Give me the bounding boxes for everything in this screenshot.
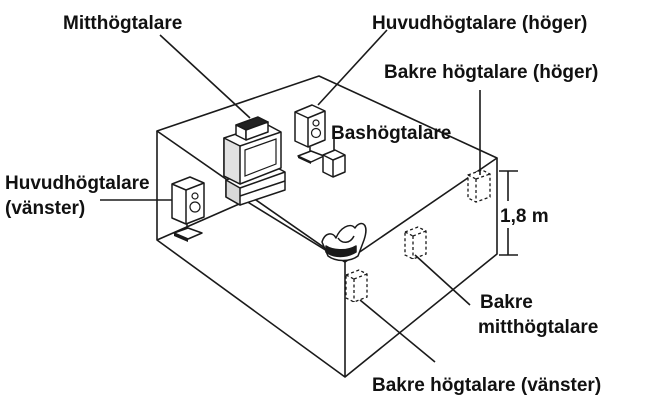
label-front-left-line2: (vänster) [5,198,85,219]
label-rear-center-line2: mitthögtalare [478,317,598,338]
front-right-speaker-icon [294,104,326,164]
label-front-left-line1: Huvudhögtalare [5,173,150,194]
rear-center-speaker-icon [404,226,427,260]
rear-right-speaker-icon [467,169,491,203]
armchair-icon [321,222,367,262]
label-subwoofer: Bashögtalare [331,123,451,144]
label-center-speaker: Mitthögtalare [63,13,182,34]
tv-with-center-speaker [223,116,286,206]
rear-left-speaker-icon [345,269,368,303]
label-rear-center-line1: Bakre [480,292,533,313]
label-rear-left-speaker: Bakre högtalare (vänster) [372,375,601,396]
front-left-speaker-icon [171,176,205,242]
room-outline [156,75,498,378]
label-front-right-speaker: Huvudhögtalare (höger) [372,13,587,34]
subwoofer-icon [322,149,346,178]
height-dimension [499,170,518,256]
label-rear-right-speaker: Bakre högtalare (höger) [384,62,598,83]
leader-lines [100,29,481,363]
label-height: 1,8 m [500,206,549,227]
